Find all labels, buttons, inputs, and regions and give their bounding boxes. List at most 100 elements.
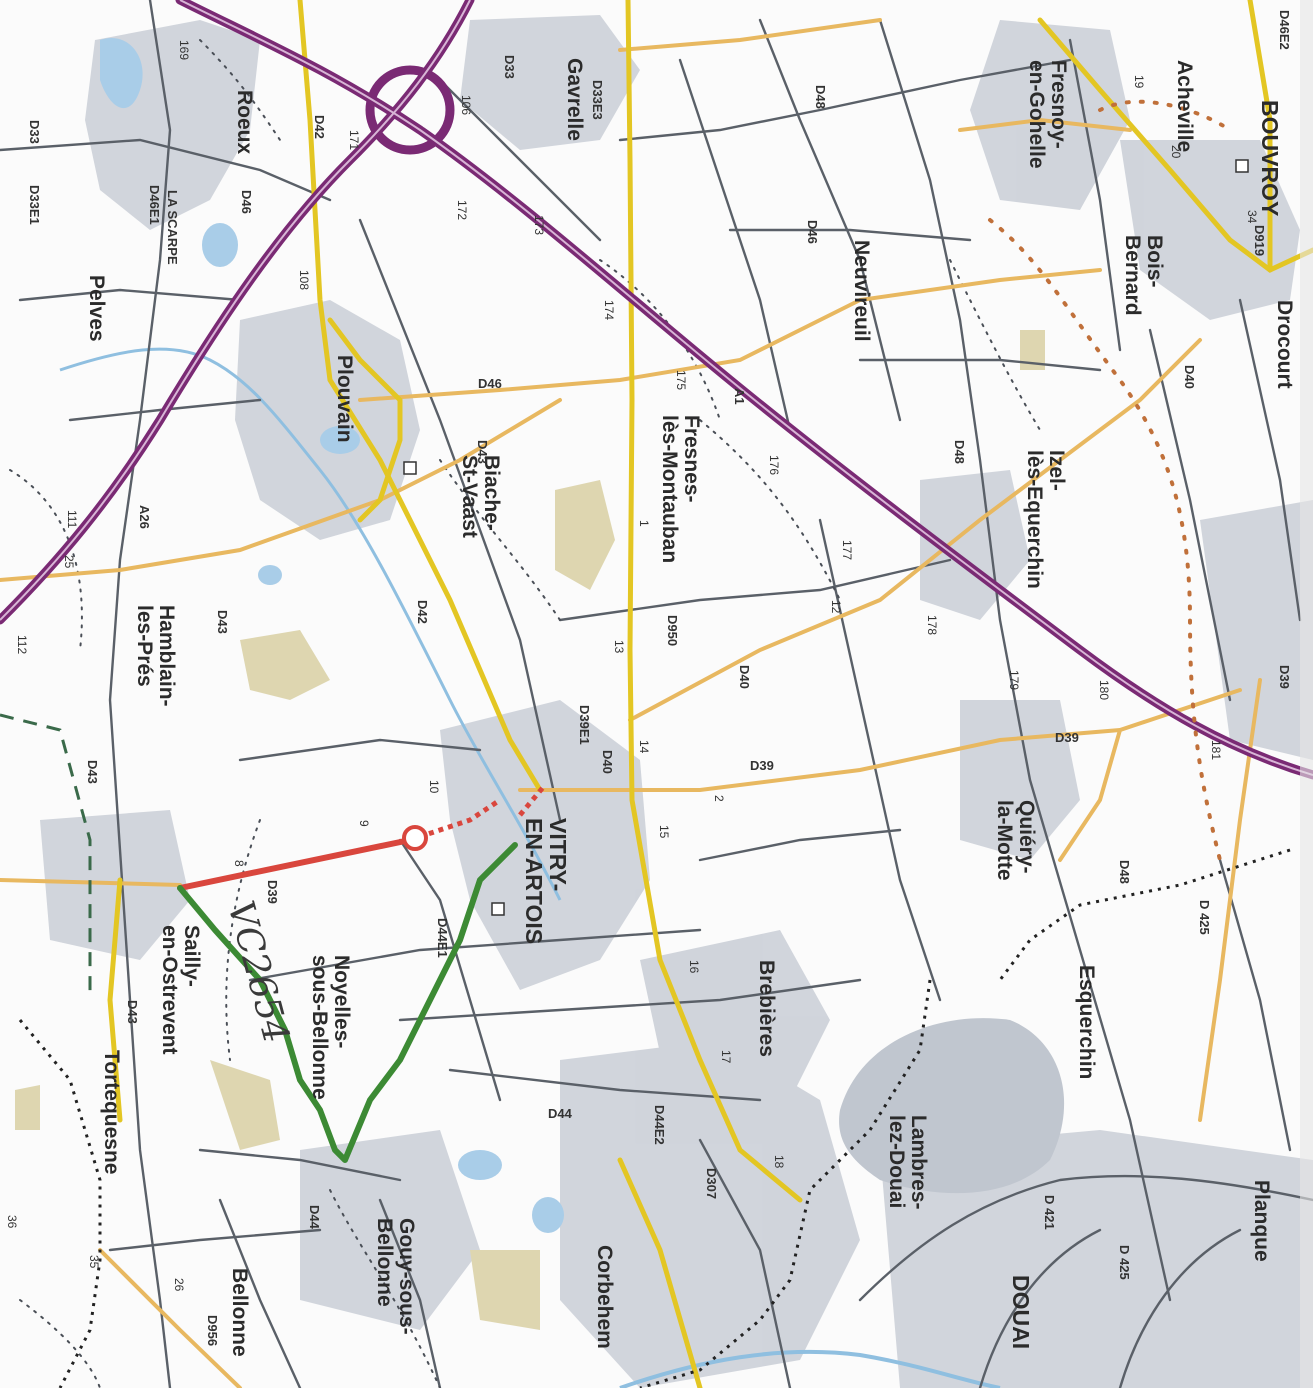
town-bouvroy: BOUVROY	[1257, 100, 1283, 216]
park-gouy	[470, 1250, 540, 1330]
town-noyelles: Noyelles-sous-Bellonne	[308, 955, 353, 1100]
label-d40-north: D40	[1182, 365, 1197, 389]
label-d48-south: D48	[1117, 860, 1132, 884]
town-drocourt: Drocourt	[1273, 300, 1296, 389]
town-douai: DOUAI	[1008, 1275, 1034, 1349]
built-areas	[40, 15, 1313, 1388]
km-172: 172	[455, 200, 469, 220]
km-18: 16	[687, 960, 701, 974]
town-gouy: Gouy-sous-Bellonne	[373, 1218, 418, 1335]
town-fresnoy: Fresnoy-en-Gohelle	[1025, 60, 1070, 169]
road-d46-north	[958, 117, 1132, 132]
park-tortequesne	[15, 1085, 40, 1130]
km-108: 108	[297, 270, 311, 290]
label-d46: D46	[239, 190, 254, 214]
road-d43	[0, 398, 562, 582]
km-169: 169	[177, 40, 191, 60]
km-175: 175	[674, 370, 688, 390]
canal-douai	[619, 1349, 1001, 1388]
label-d39-sw: D39	[265, 880, 280, 904]
park-sailly-south	[210, 1060, 280, 1150]
lake-plouvain	[320, 426, 360, 454]
railways	[18, 848, 1291, 1388]
town-quiery: Quiéry-la-Motte	[993, 800, 1038, 881]
road-d46	[358, 268, 1102, 402]
km-34: 19	[1132, 75, 1146, 89]
river-scarpe	[59, 347, 562, 901]
town-corbehem: Corbehem	[593, 1245, 616, 1349]
km-13: 2	[712, 795, 726, 802]
km-9: 9	[357, 820, 371, 827]
km-178: 178	[925, 615, 939, 635]
built-area-gavrelle	[460, 15, 640, 150]
label-d919: D919	[1252, 225, 1267, 256]
road-d48	[1058, 728, 1122, 862]
park-hamblain	[240, 630, 330, 700]
route-red-dashed	[409, 783, 547, 843]
built-area-gouy	[300, 1130, 480, 1330]
town-bois-bernard: Bois-Bernard	[1121, 235, 1166, 316]
km-171: 171	[347, 130, 361, 150]
road-d950	[625, 0, 803, 1203]
motorway-interchange	[365, 65, 455, 155]
label-d44e2: D44E2	[652, 1105, 667, 1145]
label-d44-south: D44	[307, 1205, 322, 1230]
label-d43: D43	[475, 440, 490, 464]
label-d46-mid: D46	[478, 376, 502, 391]
km-106: 106	[459, 95, 473, 115]
water-bodies	[59, 38, 1001, 1388]
label-d43-south: D43	[125, 1000, 140, 1024]
town-pelves: Pelves	[85, 275, 108, 342]
label-d956: D956	[205, 1315, 220, 1346]
label-d42: D42	[312, 115, 327, 139]
pipeline-route	[988, 99, 1232, 862]
km-12: 12	[829, 600, 843, 614]
label-d421: D 421	[1042, 1195, 1057, 1230]
label-d39-east: D39	[1055, 730, 1079, 745]
km-179: 179	[1007, 670, 1021, 690]
km-26: 35	[87, 1255, 101, 1269]
scan-edge	[1300, 0, 1313, 1388]
km-174: 174	[602, 300, 616, 320]
road-d33-north	[618, 18, 882, 52]
road-d44e2	[617, 1157, 703, 1388]
label-d48-north: D48	[813, 85, 828, 109]
km-111: 111	[65, 510, 79, 529]
road-d42	[297, 0, 543, 793]
route-green	[177, 842, 518, 1163]
town-labels: Roeux Pelves Plouvain Gavrelle Fresnoy-e…	[85, 58, 1296, 1357]
dotted-tracks	[9, 39, 1041, 1388]
park-areas	[15, 330, 1045, 1330]
lake-lambres	[839, 1018, 1065, 1194]
town-sailly: Sailly-en-Ostrevent	[158, 925, 203, 1055]
town-biache: Biache-St-Vaast	[458, 455, 503, 538]
railway-east	[998, 848, 1291, 981]
label-d425: D 425	[1197, 900, 1212, 935]
road-drocourt	[1247, 0, 1273, 273]
built-area-izel	[920, 470, 1030, 620]
km-27: 26	[172, 1278, 186, 1292]
label-d44e1: D44E1	[435, 918, 450, 958]
town-esquerchin: Esquerchin	[1075, 965, 1098, 1079]
town-izel: Izel-lès-Equerchin	[1023, 450, 1068, 589]
km-25: 36	[5, 1215, 19, 1229]
km-36: 34	[1245, 210, 1259, 224]
km-28: 25	[62, 555, 76, 569]
label-d40-vitry: D40	[600, 750, 615, 774]
lake-roeux-south	[202, 223, 238, 267]
town-fresnes: Fresnes-lès-Montauban	[658, 415, 703, 563]
town-vitry: VITRY-EN-ARTOIS	[521, 818, 571, 944]
boundary-dashed	[0, 713, 92, 1000]
km-10: 10	[427, 780, 441, 794]
park-biache	[555, 480, 615, 590]
km-16: 14	[637, 740, 651, 754]
label-a26: A26	[137, 505, 152, 529]
label-d43-west: D43	[215, 610, 230, 634]
built-area-fresnoy	[970, 20, 1130, 210]
lake-corbehem-1	[458, 1150, 502, 1180]
town-tortequesne: Tortequesne	[100, 1050, 123, 1174]
km-17: 15	[657, 825, 671, 839]
built-area-corbehem	[560, 1040, 860, 1388]
road-labels: A1 A26 D33 D33E1 D33E3 D33 D46 D46E1 D46…	[27, 10, 1292, 1346]
built-area-vitry	[440, 700, 650, 990]
